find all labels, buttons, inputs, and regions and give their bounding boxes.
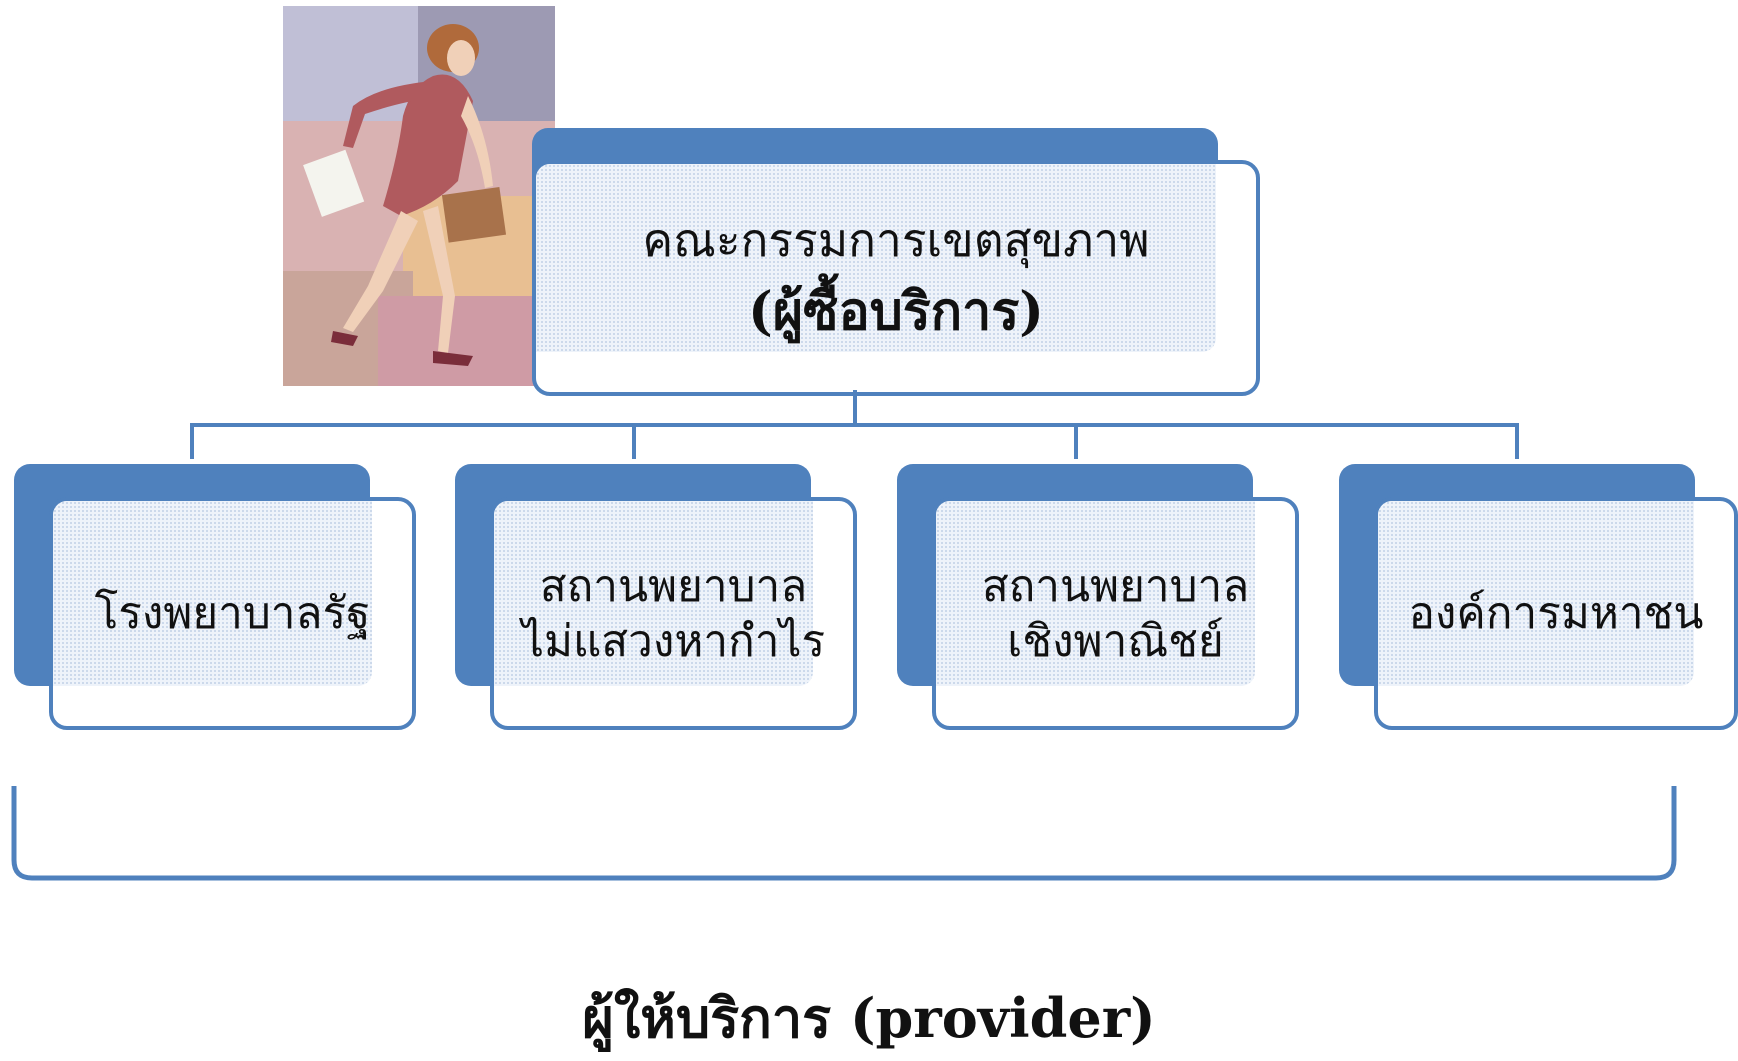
child-3-line1: สถานพยาบาล [981,560,1250,612]
child-node-1-label: โรงพยาบาลรัฐ [95,586,371,641]
connector-trunk [853,390,857,426]
root-node: คณะกรรมการเขตสุขภาพ (ผู้ซื้อบริการ) [532,160,1260,396]
connector-drop-4 [1515,423,1519,459]
child-node-3: สถานพยาบาล เชิงพาณิชย์ [932,497,1299,730]
child-2-line1: สถานพยาบาล [539,560,808,612]
child-1-line1: โรงพยาบาลรัฐ [94,588,371,639]
root-title: คณะกรรมการเขตสุขภาพ [642,212,1150,267]
connector-horizontal [190,423,1519,427]
connector-drop-1 [190,423,194,459]
child-3-line2: เชิงพาณิชย์ [1007,615,1224,667]
child-node-4-label: องค์การมหาชน [1409,586,1704,641]
child-node-2-label: สถานพยาบาล ไม่แสวงหากำไร [522,559,825,669]
child-node-3-label: สถานพยาบาล เชิงพาณิชย์ [982,559,1249,669]
child-node-1: โรงพยาบาลรัฐ [49,497,416,730]
connector-drop-2 [632,423,636,459]
root-node-label: คณะกรรมการเขตสุขภาพ (ผู้ซื้อบริการ) [642,212,1149,345]
connector-drop-3 [1074,423,1078,459]
child-node-4: องค์การมหาชน [1374,497,1738,730]
child-2-line2: ไม่แสวงหากำไร [521,615,826,667]
child-node-2: สถานพยาบาล ไม่แสวงหากำไร [490,497,857,730]
provider-bracket [11,786,1677,881]
root-subtitle: (ผู้ซื้อบริการ) [748,281,1044,343]
child-4-line1: องค์การมหาชน [1408,588,1704,639]
provider-caption: ผู้ให้บริการ (provider) [582,986,1156,1050]
businesswoman-illustration [283,6,555,386]
